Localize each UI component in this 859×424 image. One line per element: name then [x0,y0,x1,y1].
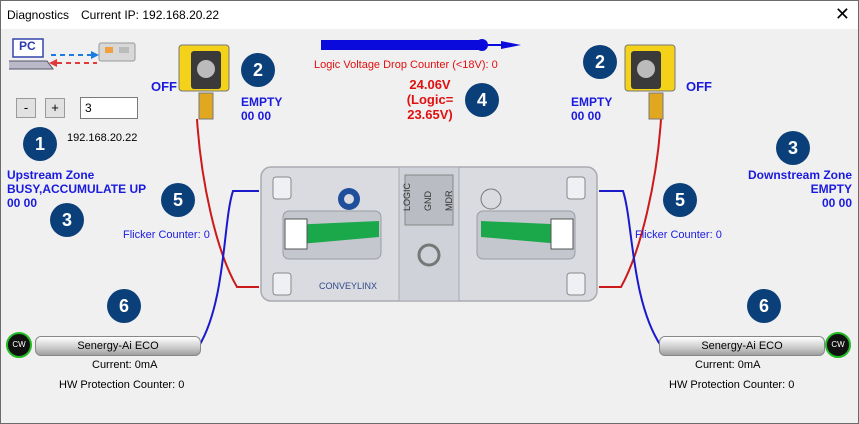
current-ip-label: Current IP: 192.168.20.22 [81,8,220,22]
marker-5-left: 5 [161,183,195,217]
device-ip-address: 192.168.20.22 [67,132,138,144]
downstream-zone-title: Downstream Zone [747,168,852,182]
logic-voltage-label: (Logic= [406,92,454,107]
left-zone-readout: EMPTY 00 00 [241,95,282,123]
marker-1: 1 [23,127,57,161]
terminal-gnd-label: GND [423,191,433,212]
upstream-zone-state: BUSY,ACCUMULATE UP [7,182,147,196]
logic-voltage-drop-counter: Logic Voltage Drop Counter (<18V): 0 [314,59,498,71]
upstream-zone-title: Upstream Zone [7,168,95,182]
right-zone-state: EMPTY [571,95,613,109]
marker-2-left: 2 [241,53,275,87]
left-motor-roller [35,336,201,356]
upstream-zone-code: 00 00 [7,196,38,210]
left-photo-sensor [177,41,230,120]
window-title: Diagnostics [7,8,70,22]
right-hw-protection-counter: HW Protection Counter: 0 [669,379,795,391]
marker-6-right: 6 [747,289,781,323]
upstream-flicker-counter: Flicker Counter: 0 [123,229,210,241]
right-motor-direction-icon: CW [825,332,851,358]
left-zone-state: EMPTY [241,95,283,109]
right-motor-current: Current: 0mA [695,359,761,371]
downstream-zone-state: EMPTY [810,182,852,196]
address-input[interactable] [80,97,138,119]
marker-3-right: 3 [776,131,810,165]
title-bar: Diagnostics Current IP: 192.168.20.22 ✕ [1,1,858,29]
right-sensor-icon [624,44,676,120]
left-sensor-state: OFF [151,79,177,94]
upstream-zone-status: Upstream Zone BUSY,ACCUMULATE UP 00 00 [7,168,146,210]
marker-5-right: 5 [663,183,697,217]
right-motor-name: Senergy-Ai ECO [701,340,783,352]
terminal-mdr-label: MDR [444,190,454,211]
left-hw-protection-counter: HW Protection Counter: 0 [59,379,185,391]
right-photo-sensor [623,41,676,120]
marker-3-left: 3 [50,203,84,237]
right-sensor-state: OFF [686,79,712,94]
close-button[interactable]: ✕ [834,4,850,24]
downstream-zone-status: Downstream Zone EMPTY 00 00 [748,168,852,210]
left-sensor-icon [178,44,230,120]
right-zone-readout: EMPTY 00 00 [571,95,612,123]
terminal-logic-label: LOGIC [402,182,412,211]
downstream-zone-code: 00 00 [821,196,852,210]
left-motor-direction-icon: CW [6,332,32,358]
downstream-flicker-counter: Flicker Counter: 0 [635,229,722,241]
marker-2-right: 2 [583,45,617,79]
right-motor-roller [659,336,825,356]
supply-voltage-value: 24.06V [409,77,451,92]
left-motor-name: Senergy-Ai ECO [77,340,159,352]
marker-6-left: 6 [107,289,141,323]
marker-4: 4 [465,83,499,117]
increment-button[interactable]: + [45,98,65,118]
decrement-button[interactable]: - [16,98,36,118]
conveylinx-module: CONVEYLINX LOGIC GND MDR [259,163,599,305]
module-brand-label: CONVEYLINX [319,281,377,291]
right-zone-code: 00 00 [571,109,602,123]
supply-voltage-readout: 24.06V (Logic= 23.65V) [399,77,461,122]
left-zone-code: 00 00 [241,109,272,123]
conveylinx-module-graphic: CONVEYLINX LOGIC GND MDR [260,166,598,302]
logic-voltage-value: 23.65V) [407,107,453,122]
left-motor-current: Current: 0mA [92,359,158,371]
pc-label: PC [19,39,36,53]
